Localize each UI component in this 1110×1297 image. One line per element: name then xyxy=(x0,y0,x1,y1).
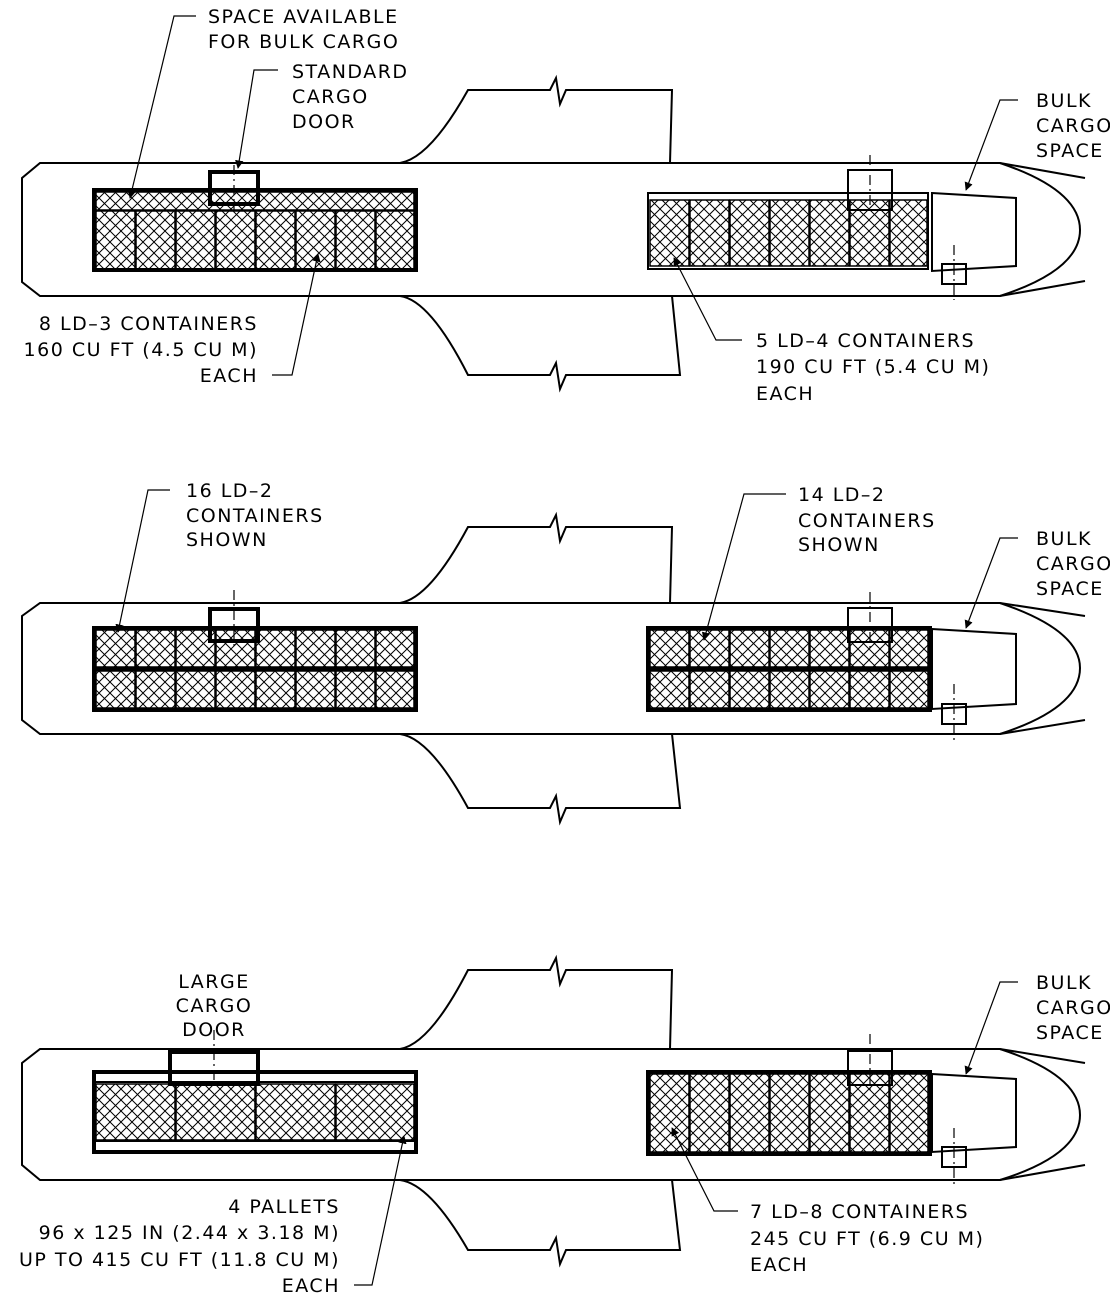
label-line: DOOR xyxy=(182,1019,246,1041)
label-line: SPACE xyxy=(1036,578,1104,600)
aft-hold xyxy=(646,1034,1017,1185)
label-line: SHOWN xyxy=(798,534,880,556)
ld3-containers xyxy=(95,210,415,270)
forward-hold xyxy=(92,1030,418,1154)
label-line: BULK xyxy=(1036,90,1092,112)
label-line: 160 CU FT (4.5 CU M) xyxy=(24,339,258,361)
label-line: CARGO xyxy=(1036,553,1110,575)
wing-upper xyxy=(399,954,674,1050)
label-line: BULK xyxy=(1036,972,1092,994)
label-standard-cargo-door: STANDARD CARGO DOOR xyxy=(292,61,409,133)
label-line: CARGO xyxy=(1036,115,1110,137)
label-line: 14 LD–2 xyxy=(798,484,886,506)
bulk-cargo-door xyxy=(941,1146,967,1168)
label-large-cargo-door: LARGE CARGO DOOR xyxy=(176,971,253,1041)
fuselage-outline xyxy=(21,1048,1086,1181)
wing-upper xyxy=(399,74,674,164)
pallets xyxy=(95,1083,415,1141)
label-line: SPACE xyxy=(1036,1022,1104,1044)
forward-hold xyxy=(92,590,418,712)
bulk-cargo-compartment xyxy=(931,1072,1017,1154)
label-aft-hold: 7 LD–8 CONTAINERS 245 CU FT (6.9 CU M) E… xyxy=(750,1201,984,1276)
wing-lower xyxy=(399,1179,682,1268)
ld2-containers-aft xyxy=(649,629,929,709)
ld8-containers xyxy=(649,1073,929,1153)
label-line: CARGO xyxy=(1036,997,1110,1019)
label-line: CONTAINERS xyxy=(798,510,936,532)
callout-leaders xyxy=(115,489,1018,641)
label-line: STANDARD xyxy=(292,61,409,83)
standard-cargo-door xyxy=(208,607,260,643)
label-line: 5 LD–4 CONTAINERS xyxy=(756,330,975,352)
label-forward-hold: 16 LD–2 CONTAINERS SHOWN xyxy=(186,480,324,551)
wing-lower xyxy=(399,295,682,393)
bulk-space-hatch xyxy=(95,191,415,211)
wing-lower xyxy=(399,733,682,826)
forward-hold xyxy=(92,165,418,272)
label-line: CARGO xyxy=(176,995,253,1017)
ld2-containers-forward xyxy=(95,629,415,709)
label-bulk-cargo-space: BULK CARGO SPACE xyxy=(1036,972,1110,1044)
aft-hold xyxy=(647,155,1017,300)
bulk-cargo-compartment xyxy=(931,191,1017,273)
aft-hold xyxy=(646,592,1017,740)
label-aft-hold: 5 LD–4 CONTAINERS 190 CU FT (5.4 CU M) E… xyxy=(756,330,990,405)
label-line: SHOWN xyxy=(186,529,268,551)
wing-upper xyxy=(399,511,674,604)
callout-leaders xyxy=(127,15,1018,376)
label-line: EACH xyxy=(282,1275,340,1297)
fuselage-outline xyxy=(21,162,1086,297)
diagram-3: LARGE CARGO DOOR BULK CARGO SPACE 4 PALL… xyxy=(19,954,1110,1297)
label-bulk-cargo-space: BULK CARGO SPACE xyxy=(1036,90,1110,162)
label-forward-hold: 4 PALLETS 96 x 125 IN (2.44 x 3.18 M) UP… xyxy=(19,1196,340,1297)
diagram-1: SPACE AVAILABLE FOR BULK CARGO STANDARD … xyxy=(21,6,1110,405)
label-line: 190 CU FT (5.4 CU M) xyxy=(756,356,990,378)
label-line: 96 x 125 IN (2.44 x 3.18 M) xyxy=(39,1222,340,1244)
label-line: LARGE xyxy=(178,971,249,993)
callout-leaders xyxy=(354,981,1018,1286)
aft-cargo-door xyxy=(847,1050,893,1086)
label-line: SPACE xyxy=(1036,140,1104,162)
label-line: 16 LD–2 xyxy=(186,480,274,502)
label-aft-hold: 14 LD–2 CONTAINERS SHOWN xyxy=(798,484,936,556)
bulk-cargo-compartment xyxy=(931,627,1017,711)
label-forward-hold: 8 LD–3 CONTAINERS 160 CU FT (4.5 CU M) E… xyxy=(24,313,258,387)
label-line: 8 LD–3 CONTAINERS xyxy=(39,313,258,335)
label-line: EACH xyxy=(756,383,814,405)
label-bulk-cargo-space: BULK CARGO SPACE xyxy=(1036,528,1110,600)
bulk-cargo-door xyxy=(941,263,967,285)
label-line: EACH xyxy=(750,1254,808,1276)
label-line: UP TO 415 CU FT (11.8 CU M) xyxy=(19,1249,340,1271)
label-line: CARGO xyxy=(292,86,369,108)
diagram-2: 16 LD–2 CONTAINERS SHOWN 14 LD–2 CONTAIN… xyxy=(21,480,1110,826)
label-line: DOOR xyxy=(292,111,356,133)
label-line: BULK xyxy=(1036,528,1092,550)
label-line: FOR BULK CARGO xyxy=(208,31,399,53)
label-line: 245 CU FT (6.9 CU M) xyxy=(750,1228,984,1250)
label-bulk-space-top: SPACE AVAILABLE FOR BULK CARGO xyxy=(208,6,399,53)
fuselage-outline xyxy=(21,602,1086,735)
label-line: 4 PALLETS xyxy=(228,1196,340,1218)
label-line: CONTAINERS xyxy=(186,505,324,527)
label-line: 7 LD–8 CONTAINERS xyxy=(750,1201,969,1223)
label-line: SPACE AVAILABLE xyxy=(208,6,399,28)
label-line: EACH xyxy=(200,365,258,387)
